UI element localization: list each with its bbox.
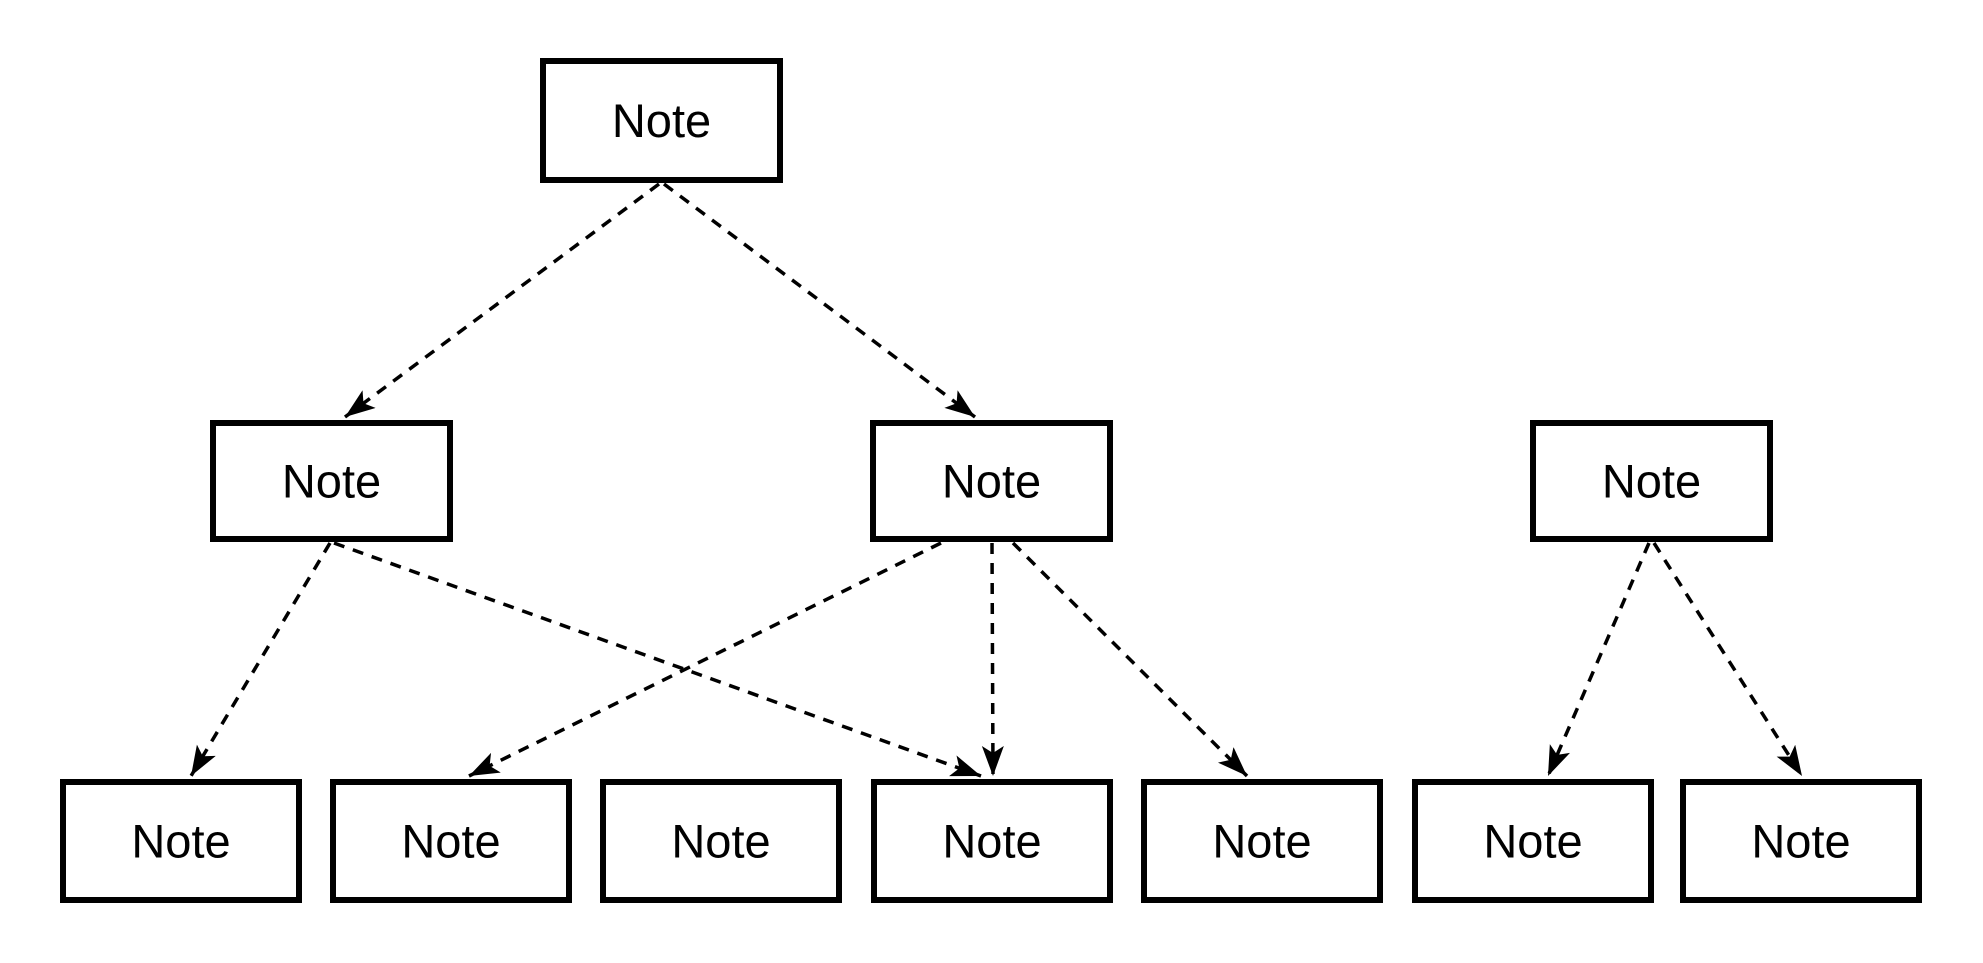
node-root[interactable]: Note (540, 58, 783, 183)
note-label: Note (671, 815, 770, 868)
node-mid-left[interactable]: Note (210, 420, 453, 542)
note-box[interactable] (870, 420, 1113, 542)
node-leaf-4[interactable]: Note (871, 779, 1113, 903)
note-box[interactable] (1412, 779, 1654, 903)
edge-mid-center-to-leaf-2[interactable] (468, 541, 942, 778)
note-label: Note (1602, 455, 1701, 508)
node-leaf-5[interactable]: Note (1141, 779, 1383, 903)
edge-mid-center-to-leaf-5[interactable] (1011, 541, 1249, 778)
note-box[interactable] (1141, 779, 1383, 903)
edge-mid-left-to-leaf-1[interactable] (189, 542, 332, 777)
edge-root-to-mid-center[interactable] (662, 182, 977, 419)
edge-mid-left-to-leaf-4[interactable] (333, 541, 982, 778)
node-leaf-6[interactable]: Note (1412, 779, 1654, 903)
note-label: Note (401, 815, 500, 868)
note-label: Note (131, 815, 230, 868)
note-box[interactable] (60, 779, 302, 903)
edge-mid-right-to-leaf-7[interactable] (1652, 542, 1804, 777)
note-box[interactable] (210, 420, 453, 542)
note-label: Note (282, 455, 381, 508)
note-box[interactable] (1680, 779, 1922, 903)
note-box[interactable] (330, 779, 572, 903)
note-label: Note (1483, 815, 1582, 868)
note-label: Note (942, 815, 1041, 868)
node-leaf-2[interactable]: Note (330, 779, 572, 903)
node-leaf-7[interactable]: Note (1680, 779, 1922, 903)
edge-mid-right-to-leaf-6[interactable] (1546, 542, 1651, 777)
note-box[interactable] (600, 779, 842, 903)
note-label: Note (942, 455, 1041, 508)
edge-mid-center-to-leaf-4[interactable] (981, 542, 1004, 777)
note-box[interactable] (540, 58, 783, 183)
note-box[interactable] (871, 779, 1113, 903)
node-mid-center[interactable]: Note (870, 420, 1113, 542)
node-leaf-3[interactable]: Note (600, 779, 842, 903)
note-box[interactable] (1530, 420, 1773, 542)
node-leaf-1[interactable]: Note (60, 779, 302, 903)
note-label: Note (1212, 815, 1311, 868)
node-mid-right[interactable]: Note (1530, 420, 1773, 542)
note-label: Note (612, 94, 711, 147)
note-label: Note (1751, 815, 1850, 868)
edge-root-to-mid-left[interactable] (343, 182, 661, 419)
